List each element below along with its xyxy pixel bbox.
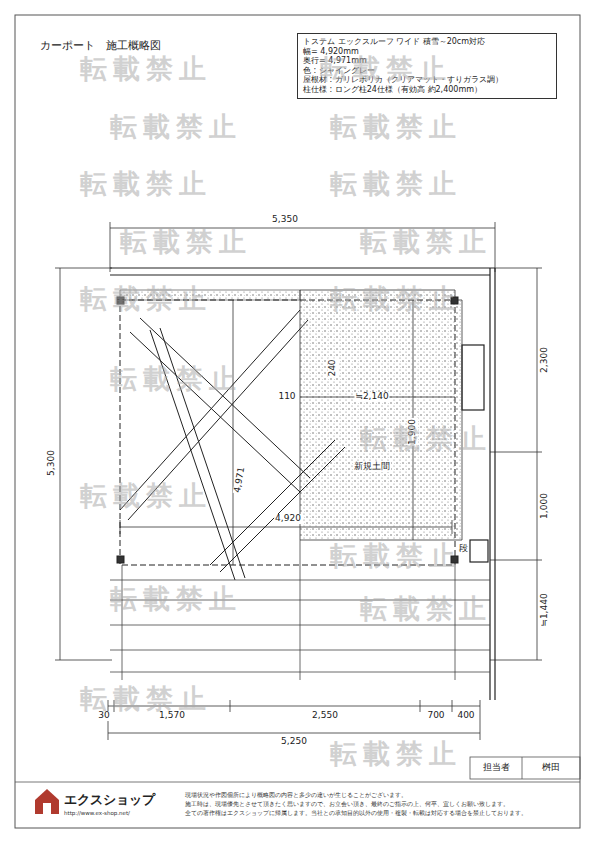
spec-line: トステム エックスルーフ ワイド 積雪～20cm対応 (303, 37, 551, 47)
dimension: 1,000 (540, 492, 550, 520)
watermark: 転載禁止 (110, 584, 242, 614)
watermark: 転載禁止 (80, 284, 212, 314)
dimension: 240 (328, 358, 338, 377)
drawing-title: カーポート 施工概略図 (40, 40, 161, 52)
logo-icon (35, 789, 59, 814)
watermark: 転載禁止 (330, 541, 462, 571)
logo-url: http://www.ex-shop.net/ (64, 810, 130, 816)
watermark: 転載禁止 (80, 169, 212, 199)
dimension: 2,300 (540, 346, 550, 374)
staff-box (15, 757, 580, 782)
dimension: 110 (277, 392, 296, 402)
dimension: ≒2,140 (354, 392, 389, 402)
area-label: 新規土間 (353, 462, 391, 472)
dimension: 4,971 (233, 465, 248, 494)
dimension: 5,350 (271, 215, 299, 225)
watermark: 転載禁止 (120, 227, 252, 257)
logo-text: エクスショップ (64, 793, 155, 807)
watermark: 転載禁止 (330, 739, 462, 769)
watermark: 転載禁止 (80, 54, 212, 84)
footer-note: 現場状況や作図個所により概略図の内容と多少の違いが生じることがございます。 (185, 792, 407, 798)
dimension: 400 (456, 711, 475, 721)
watermark: 転載禁止 (80, 481, 212, 511)
dimension: 2,550 (311, 711, 339, 721)
staff-label: 担当者 (482, 763, 511, 773)
spec-line: 柱仕様 : ロング柱24仕様（有効高 約2,400mm） (303, 85, 551, 95)
dimension-lines (55, 222, 542, 740)
watermark: 転載禁止 (330, 112, 462, 142)
dimension: ≒1,440 (540, 592, 550, 627)
watermark: 転載禁止 (360, 594, 492, 624)
footer-note: 施工時は、現場優先とさせて頂きたく思いますので、お立会い頂き、最終のご指示の上、… (185, 801, 509, 807)
staff-name: 桝田 (541, 763, 561, 773)
dimension: 4,920 (274, 514, 302, 524)
watermark: 転載禁止 (110, 112, 242, 142)
dimension: 5,300 (47, 449, 57, 477)
watermark: 転載禁止 (320, 54, 452, 84)
watermark: 転載禁止 (360, 424, 492, 454)
dimension: 700 (426, 711, 445, 721)
footer-note: 全ての著作権はエクスショップに帰属します。当社との承知目的以外の使用・複製・転載… (185, 810, 527, 816)
watermark: 転載禁止 (80, 684, 212, 714)
watermark: 転載禁止 (330, 169, 462, 199)
watermark: 転載禁止 (360, 227, 492, 257)
sheet-frame (15, 15, 580, 828)
watermark: 転載禁止 (330, 284, 462, 314)
dimension: 5,250 (280, 737, 308, 747)
watermark: 転載禁止 (110, 364, 242, 394)
